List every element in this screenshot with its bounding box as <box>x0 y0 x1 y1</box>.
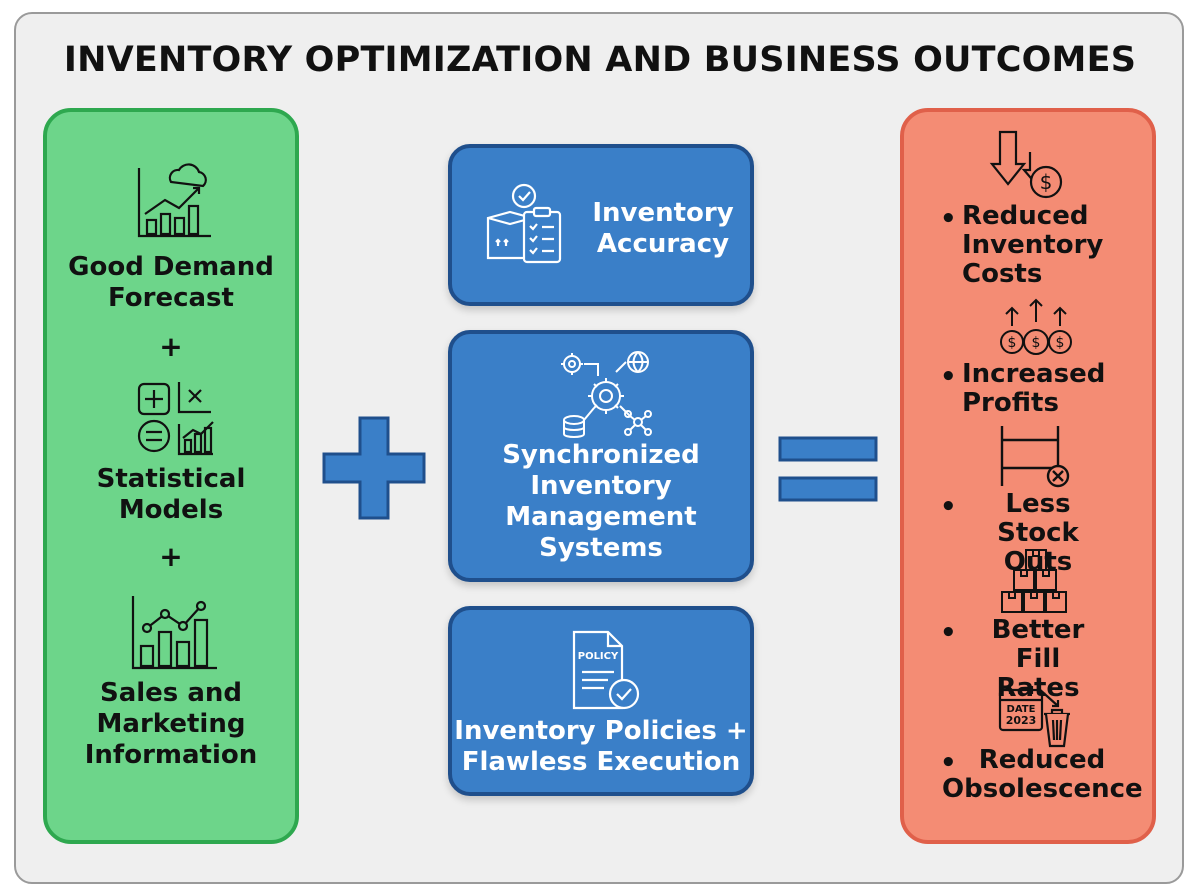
reduced-obsolescence-label: Reduced Obsolescence <box>942 745 1143 804</box>
calendar-year: 2023 <box>1006 714 1037 727</box>
forecast-line1: Good Demand <box>68 252 274 282</box>
bullet-2: • <box>940 362 957 392</box>
statistical-models-label: Statistical Models <box>47 464 295 526</box>
bullet-5: • <box>940 748 957 778</box>
accuracy-line2: Accuracy <box>596 229 730 259</box>
forecast-chart-cloud-icon <box>137 163 211 238</box>
sales-line1: Sales and <box>99 678 242 708</box>
svg-text:$: $ <box>1008 335 1017 351</box>
gears-network-icon <box>561 351 652 438</box>
inputs-panel: Good Demand Forecast + Statistical Model… <box>43 108 299 844</box>
costs-line3: Costs <box>962 259 1043 289</box>
equals-operator <box>778 436 878 502</box>
fillrates-line1: Better Fill <box>991 615 1085 674</box>
sync-line4: Systems <box>539 533 663 563</box>
inventory-accuracy-box: Inventory Accuracy <box>448 144 754 306</box>
sync-line3: Management <box>505 502 697 532</box>
obsolescence-line2: Obsolescence <box>942 774 1143 804</box>
less-stock-outs-label: Less Stock Outs <box>966 490 1110 577</box>
inventory-accuracy-label: Inventory Accuracy <box>578 198 748 260</box>
policy-line2: Flawless Execution <box>461 747 741 777</box>
diagram-title: INVENTORY OPTIMIZATION AND BUSINESS OUTC… <box>63 40 1137 80</box>
synchronized-systems-box: Synchronized Inventory Management System… <box>448 330 754 582</box>
sales-marketing-label: Sales and Marketing Information <box>47 678 295 771</box>
reduced-inventory-costs-label: Reduced Inventory Costs <box>962 202 1103 289</box>
svg-text:$: $ <box>1056 335 1065 351</box>
bullet-3: • <box>940 492 957 522</box>
plus-sign-1: + <box>159 330 183 363</box>
svg-text:$: $ <box>1032 335 1041 351</box>
outcomes-panel: $ • Reduced Inventory Costs $ $ $ • Increa… <box>900 108 1156 844</box>
inventory-policies-label: Inventory Policies + Flawless Execution <box>452 716 750 778</box>
big-plus-operator <box>322 416 426 520</box>
accuracy-line1: Inventory <box>592 198 734 228</box>
sales-line3: Information <box>84 740 258 770</box>
profits-line1: Increased <box>962 359 1106 389</box>
stat-line2: Models <box>118 495 224 525</box>
sync-line1: Synchronized <box>502 440 700 470</box>
bullet-1: • <box>940 204 957 234</box>
stacked-boxes-icon <box>1001 549 1067 613</box>
inventory-policies-box: POLICY Inventory Policies + Flawless Exe… <box>448 606 754 796</box>
plus-sign-2: + <box>159 540 183 573</box>
svg-text:$: $ <box>1040 170 1053 194</box>
better-fill-rates-label: Better Fill Rates <box>966 616 1110 703</box>
synchronized-systems-label: Synchronized Inventory Management System… <box>452 440 750 564</box>
forecast-line2: Forecast <box>108 283 234 313</box>
sync-line2: Inventory <box>530 471 672 501</box>
down-arrow-dollar-icon: $ <box>989 130 1063 199</box>
policy-document-icon: POLICY <box>572 630 640 710</box>
coins-up-arrows-icon: $ $ $ <box>1000 298 1072 355</box>
obsolescence-line1: Reduced <box>978 745 1106 775</box>
good-demand-forecast-label: Good Demand Forecast <box>47 252 295 314</box>
stockouts-line1: Less Stock <box>997 489 1079 548</box>
box-clipboard-check-icon <box>486 183 562 264</box>
sales-line2: Marketing <box>96 709 246 739</box>
increased-profits-label: Increased Profits <box>962 360 1105 418</box>
costs-line2: Inventory <box>962 230 1104 260</box>
line-bar-chart-icon <box>131 596 217 670</box>
stat-line1: Statistical <box>96 464 246 494</box>
calendar-trash-icon: DATE 2023 <box>998 686 1070 748</box>
costs-line1: Reduced <box>962 201 1089 231</box>
bullet-4: • <box>940 618 957 648</box>
profits-line2: Profits <box>962 388 1059 418</box>
policy-icon-text: POLICY <box>578 651 619 662</box>
math-symbols-icon <box>137 382 214 456</box>
empty-shelf-icon <box>1000 426 1070 488</box>
calendar-date-word: DATE <box>1007 704 1036 715</box>
policy-line1: Inventory Policies + <box>454 716 748 746</box>
